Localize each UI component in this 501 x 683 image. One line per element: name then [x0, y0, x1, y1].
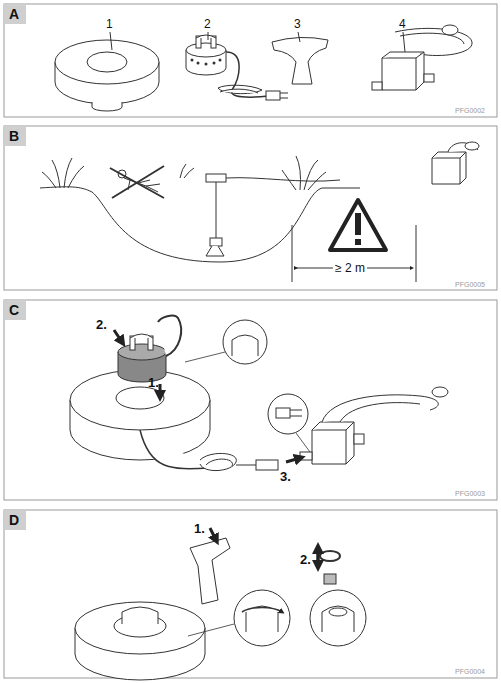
figure-code: PFG0002	[455, 107, 485, 114]
figure-code: PFG0004	[455, 668, 485, 675]
callout-number: 3	[294, 18, 301, 30]
panel-letter: A	[9, 7, 19, 21]
figure-code: PFG0005	[455, 281, 485, 288]
panel-letter: B	[9, 129, 19, 143]
dimension-label: ≥ 2 m	[333, 262, 367, 274]
figure-code: PFG0003	[455, 490, 485, 497]
step-number: 2.	[96, 318, 107, 331]
panel-letter: D	[9, 513, 19, 527]
step-number: 3.	[280, 470, 291, 483]
panel-letter: C	[9, 303, 19, 317]
callout-number: 4	[399, 18, 406, 30]
step-number: 1.	[148, 376, 159, 389]
callout-number: 1	[106, 18, 113, 30]
step-number: 2.	[300, 553, 311, 566]
step-number: 1.	[194, 522, 205, 535]
callout-number: 2	[204, 18, 211, 30]
